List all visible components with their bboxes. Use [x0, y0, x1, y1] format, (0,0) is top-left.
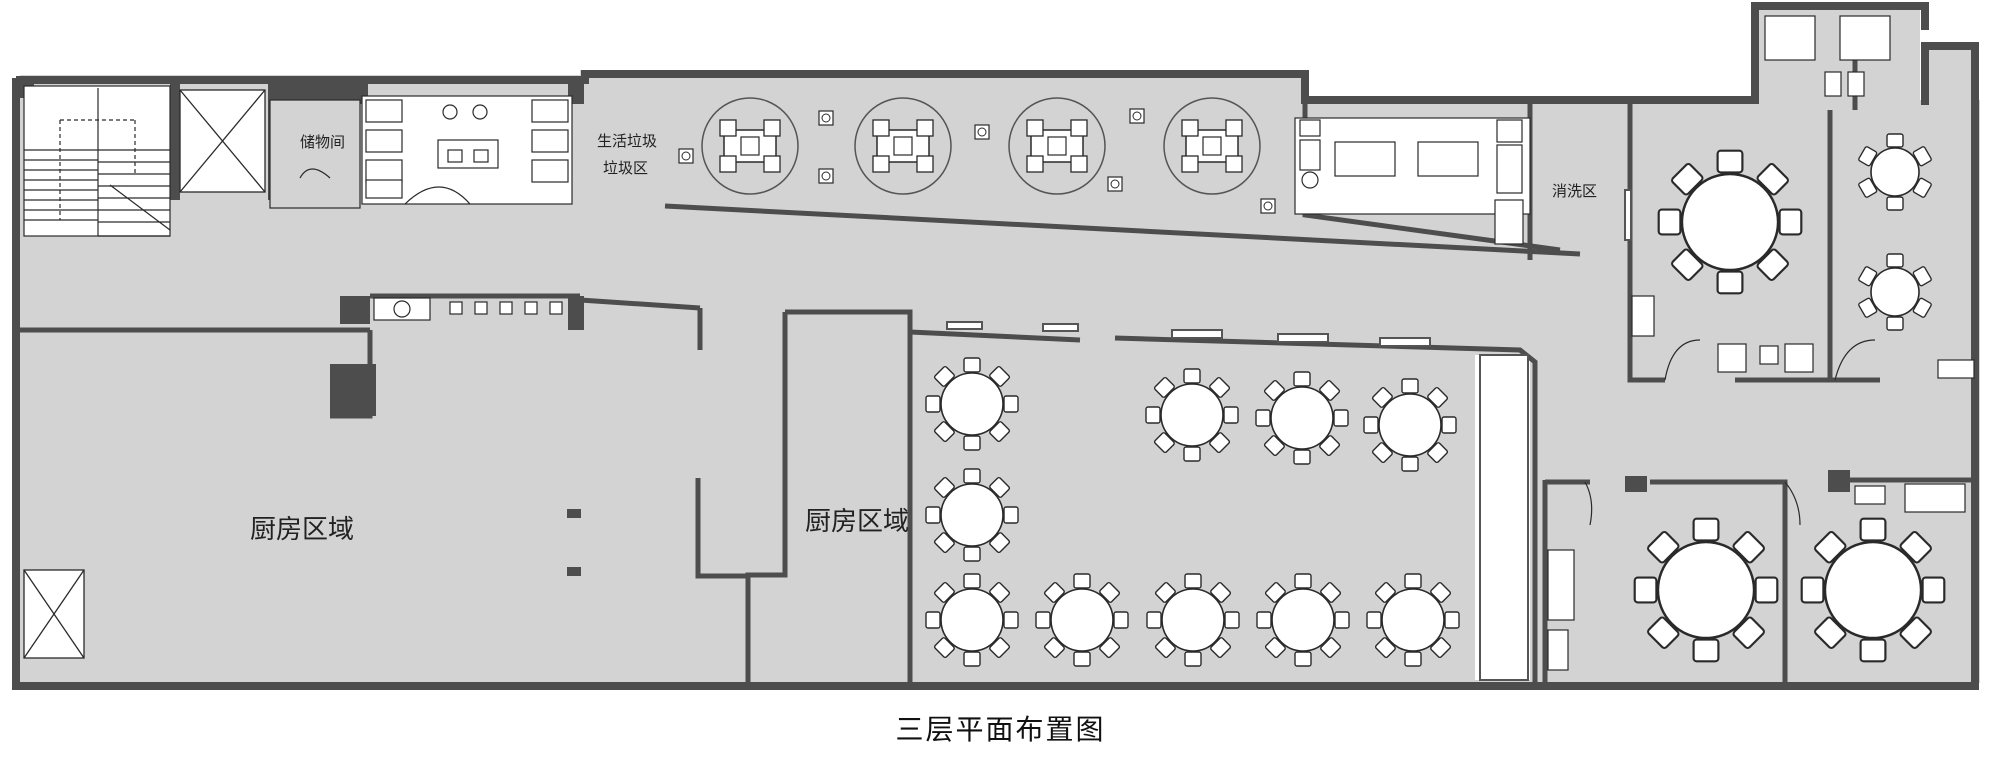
label-kitchen-mid: 厨房区域	[805, 507, 909, 537]
stairwell	[23, 85, 171, 237]
label-wash-area: 消洗区	[1552, 182, 1597, 200]
room-labels: 厨房区域 厨房区域 储物间 生活垃圾 垃圾区 消洗区	[250, 132, 1597, 545]
glass-partitions	[946, 189, 1632, 681]
floor-plan: 厨房区域 厨房区域 储物间 生活垃圾 垃圾区 消洗区	[12, 2, 1980, 690]
service-counter	[373, 297, 563, 321]
counter-seating	[1294, 117, 1531, 245]
label-fire-room: 储物间	[300, 133, 345, 151]
elevator-shafts	[23, 89, 266, 659]
label-kitchen-left: 厨房区域	[250, 515, 354, 545]
upper-rooms	[269, 99, 361, 209]
room-fixtures	[1547, 15, 1975, 671]
label-storage-a: 生活垃圾	[597, 132, 657, 150]
plan-caption: 三层平面布置图	[895, 713, 1106, 746]
restrooms	[361, 95, 573, 205]
label-storage-b: 垃圾区	[603, 159, 648, 177]
